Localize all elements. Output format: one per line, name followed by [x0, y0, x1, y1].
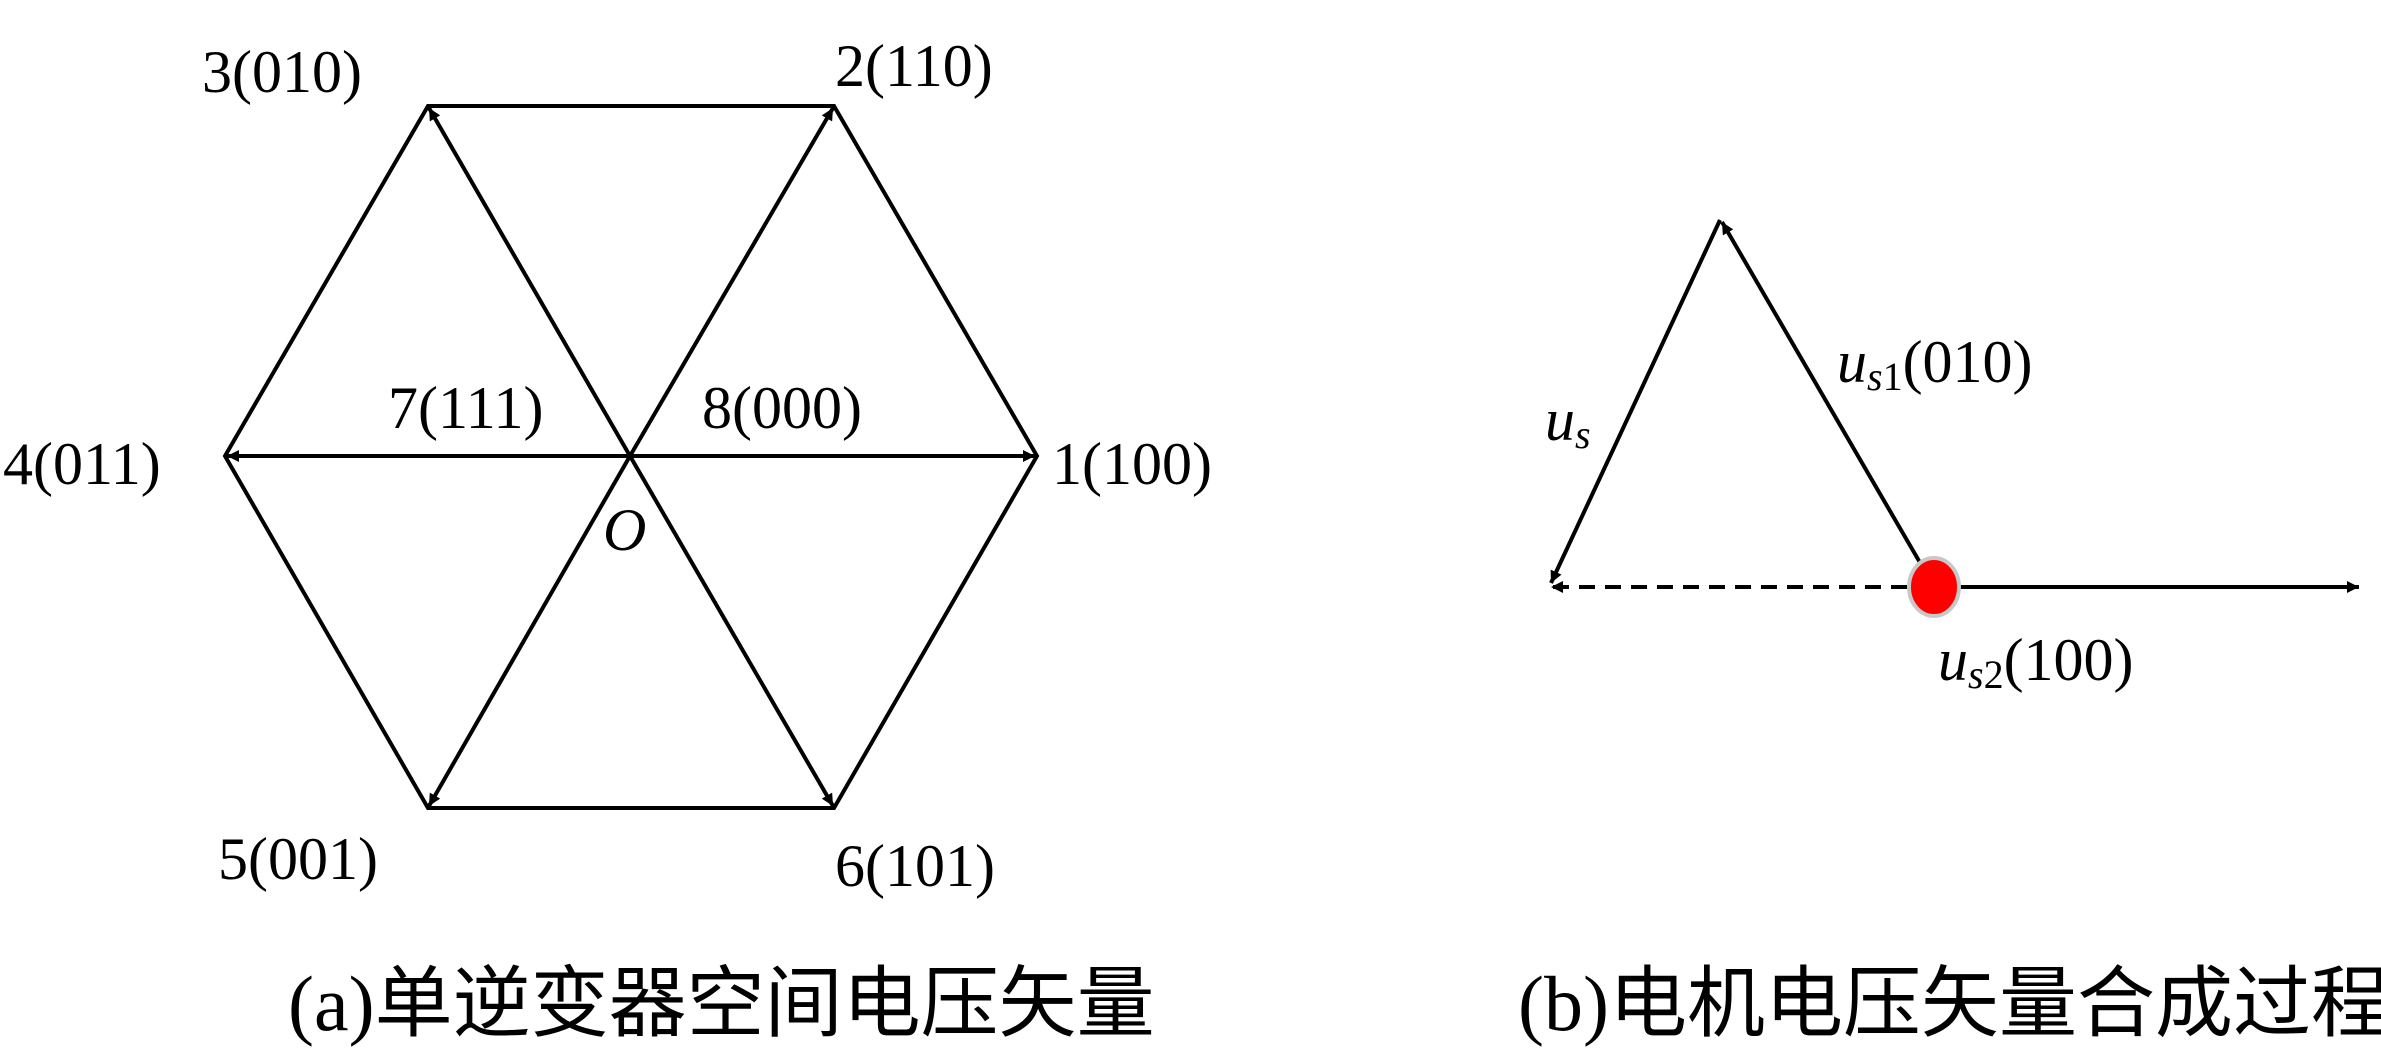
panel-b-synthesis-diagram: us us1(010) us2(100) (b)电机电压矢量合成过程: [1518, 219, 2381, 1047]
vector-label-6: 6(101): [835, 833, 995, 899]
hexagon-outline: [222, 104, 1040, 810]
origin-red-dot: [1907, 556, 1961, 618]
vector-label-3: 3(010): [202, 39, 362, 105]
vector-arrow-3: [427, 106, 632, 458]
vector-arrow-5: [427, 455, 632, 807]
vector-label-5: 5(001): [218, 826, 378, 892]
panel-a-hexagon-diagram: 1(100) 2(110) 3(010) 4(011) 5(001) 6(101…: [3, 33, 1212, 1047]
vector-label-1: 1(100): [1052, 431, 1212, 497]
origin-label: O: [603, 497, 646, 563]
us2-label: us2(100): [1938, 627, 2134, 697]
vector-arrow-2: [628, 106, 835, 458]
vector-arrow-6: [628, 454, 835, 808]
zero-vector-label-7: 7(111): [388, 375, 544, 441]
us-label: us: [1545, 387, 1591, 457]
caption-b: (b)电机电压矢量合成过程: [1518, 960, 2381, 1047]
vector-label-4: 4(011): [3, 431, 161, 497]
us1-label: us1(010): [1837, 329, 2033, 399]
us-arrow: [1549, 219, 1722, 584]
caption-a: (a)单逆变器空间电压矢量: [288, 960, 1155, 1047]
vector-label-2: 2(110): [835, 33, 993, 99]
zero-vector-label-8: 8(000): [702, 375, 862, 441]
us1-arrow: [1720, 220, 1935, 587]
